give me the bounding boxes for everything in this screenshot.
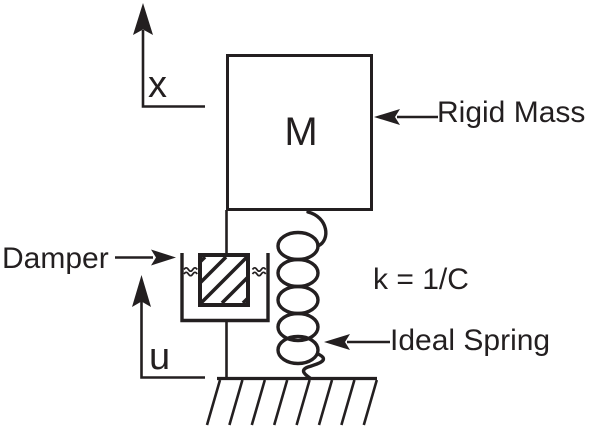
ideal-spring-callout: Ideal Spring (324, 324, 550, 357)
x-axis-label: x (148, 64, 167, 106)
u-axis-arrow: u (132, 275, 205, 379)
spring-constant-label: k = 1/C (373, 263, 469, 296)
damper-label: Damper (2, 242, 109, 275)
damper-callout: Damper (2, 242, 176, 275)
left-arrow-icon (324, 334, 350, 350)
fluid-wave-left-2 (183, 271, 198, 277)
x-axis-line (141, 30, 205, 108)
up-arrow-icon (133, 3, 153, 35)
up-arrow-icon (132, 275, 151, 307)
ideal-spring (276, 210, 328, 380)
right-arrow-icon (151, 249, 176, 266)
spring-top-hook (306, 210, 328, 248)
mass-label: M (284, 110, 317, 154)
ideal-spring-label: Ideal Spring (390, 324, 550, 357)
u-axis-label: u (149, 336, 170, 378)
left-arrow-icon (374, 109, 400, 125)
piston-hatching (201, 256, 247, 304)
fluid-wave-right-2 (251, 271, 267, 277)
x-axis-arrow: x (133, 3, 205, 108)
ground-hatching (205, 379, 379, 426)
u-axis-line (140, 300, 205, 379)
fluid-wave-right-1 (251, 266, 267, 273)
mass-rect (226, 54, 373, 211)
fluid-wave-left-1 (183, 266, 198, 273)
damper-assembly (180, 253, 270, 323)
spring-bottom-hook (301, 352, 326, 380)
rigid-mass-callout: Rigid Mass (374, 96, 585, 129)
rigid-mass-label: Rigid Mass (437, 96, 585, 129)
mass-block: M (226, 54, 373, 211)
ground (205, 376, 379, 426)
damper-cup (180, 253, 270, 323)
